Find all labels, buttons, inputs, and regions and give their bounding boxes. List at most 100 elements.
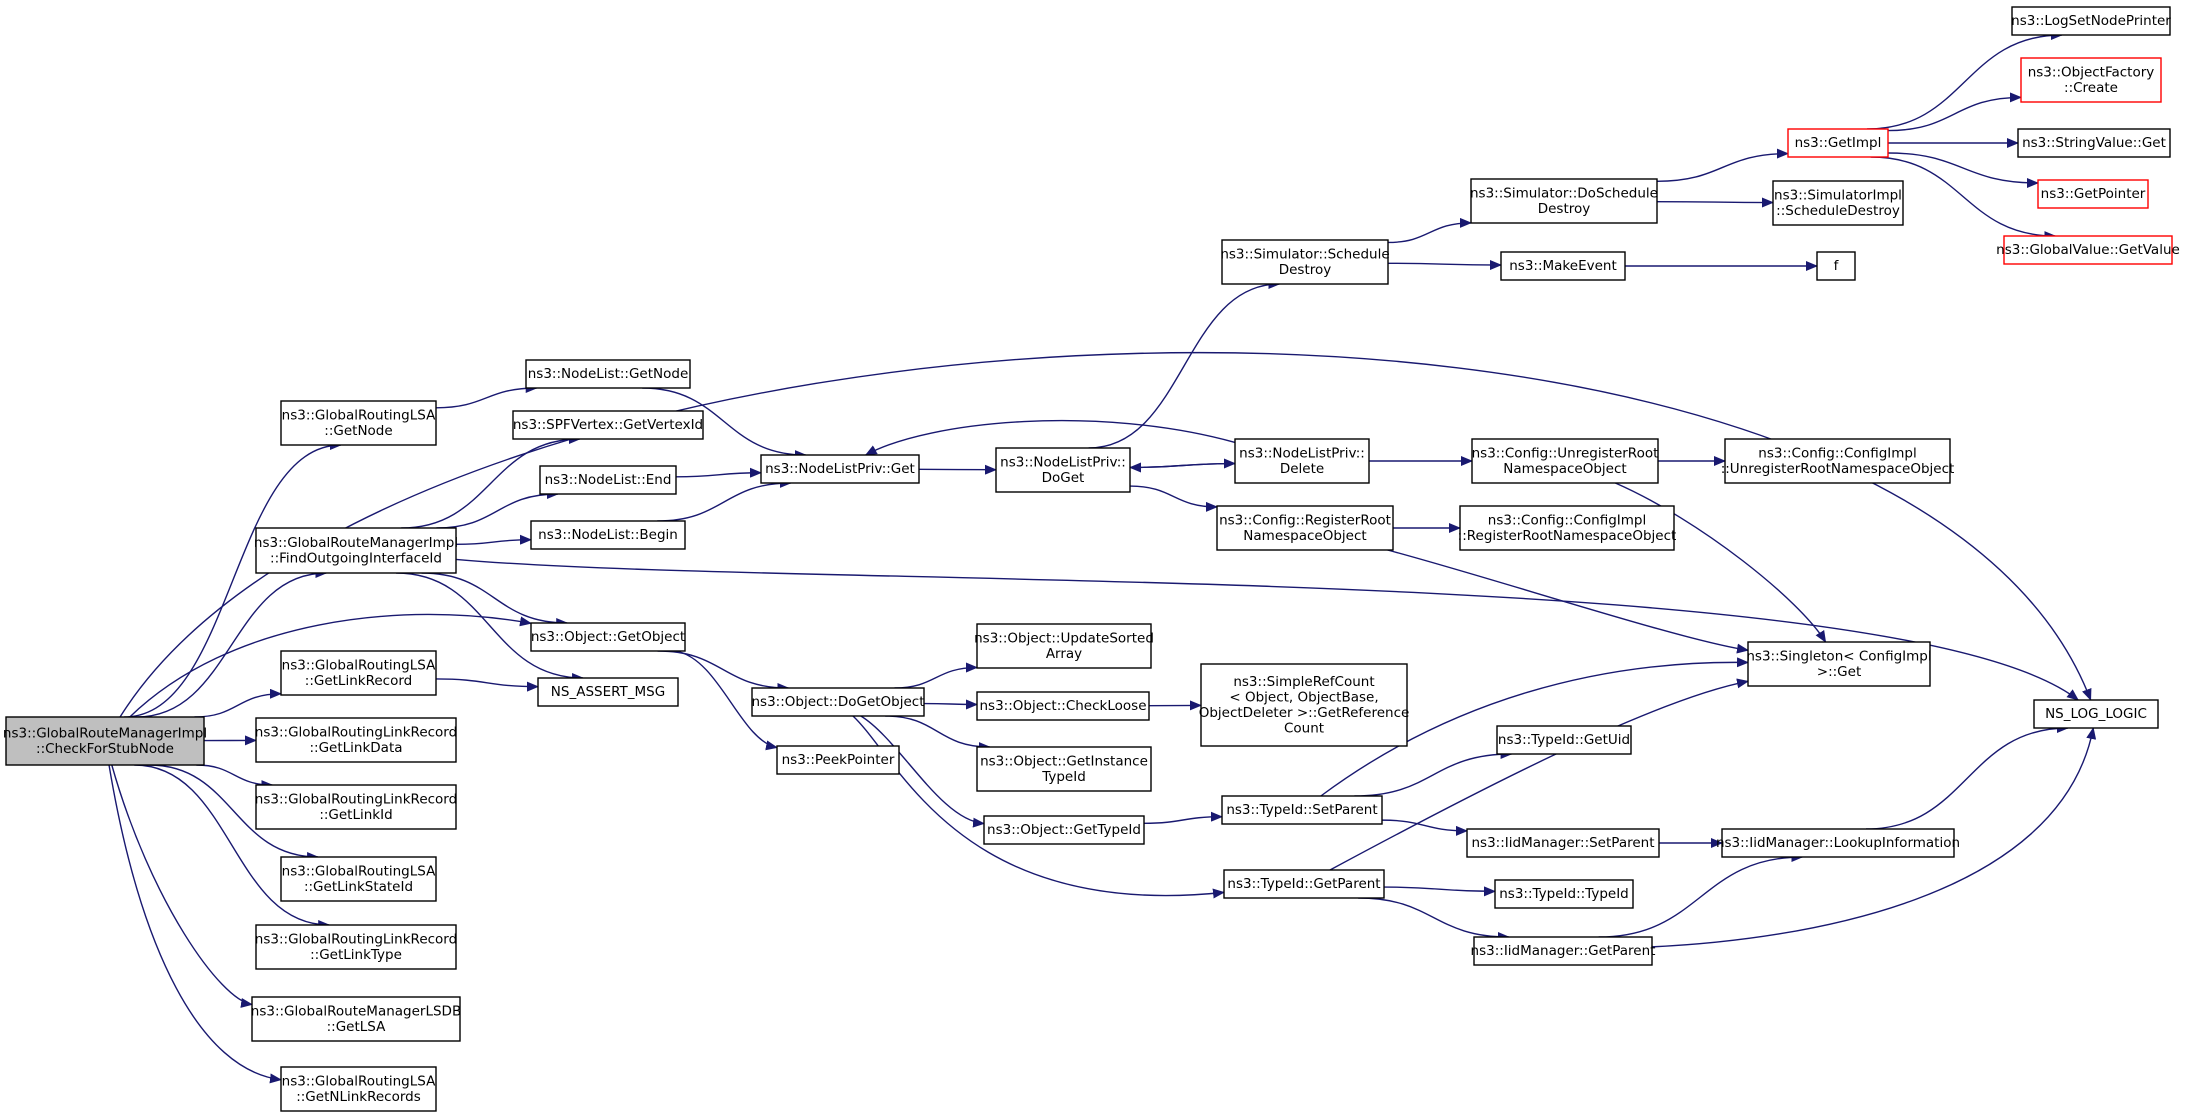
node-label: ::ScheduleDestroy [1776, 203, 1900, 219]
node-box [255, 527, 457, 574]
node-n-objfactory-create[interactable]: ns3::ObjectFactory::Create [2020, 57, 2162, 103]
node-n-getpointer[interactable]: ns3::GetPointer [2037, 179, 2149, 209]
node-n-glsa-getnlinkrecords[interactable]: ns3::GlobalRoutingLSA::GetNLinkRecords [280, 1066, 437, 1112]
node-n-logsetnodeprinter[interactable]: ns3::LogSetNodePrinter [2011, 6, 2171, 36]
node-n-nlp-doget[interactable]: ns3::NodeListPriv::DoGet [995, 447, 1131, 493]
node-n-simimpl-scheduledestroy[interactable]: ns3::SimulatorImpl::ScheduleDestroy [1772, 180, 1904, 226]
edge-n_typeid_getparent-to-n_singleton_get [1329, 678, 1749, 871]
node-root[interactable]: ns3::GlobalRouteManagerImpl::CheckForStu… [3, 716, 207, 766]
node-box [537, 677, 679, 707]
node-n-typeid-getuid[interactable]: ns3::TypeId::GetUid [1496, 725, 1632, 755]
edge-n_sim_doscheduledestroy-to-n_getimpl [1656, 148, 1789, 183]
node-label: ns3::TypeId::SetParent [1226, 802, 1377, 818]
node-n-f[interactable]: f [1816, 251, 1856, 281]
node-label: ns3::GlobalRoutingLSA [282, 407, 436, 423]
edge-root-to-n_lsdb_getlsa [111, 764, 253, 1008]
node-n-obj-gettypeid[interactable]: ns3::Object::GetTypeId [983, 815, 1145, 845]
node-n-findoutgoing[interactable]: ns3::GlobalRouteManagerImpl::FindOutgoin… [254, 527, 458, 574]
node-n-glr-getlinkdata[interactable]: ns3::GlobalRoutingLinkRecord::GetLinkDat… [255, 717, 457, 763]
node-label: ::GetNLinkRecords [296, 1089, 421, 1105]
node-n-glsa-getlinkstateid[interactable]: ns3::GlobalRoutingLSA::GetLinkStateId [280, 856, 437, 902]
node-box [751, 687, 925, 717]
node-label: ns3::GetPointer [2041, 186, 2146, 202]
node-box [280, 650, 437, 696]
node-n-getimpl[interactable]: ns3::GetImpl [1787, 128, 1889, 158]
edge-n_typeid_getparent-to-n_typeid_typeid [1383, 886, 1496, 897]
edge-n_getimpl-to-n_logsetnodeprinter [1867, 30, 2063, 130]
node-box [2020, 57, 2162, 103]
node-box [1471, 438, 1659, 484]
node-box [1234, 438, 1370, 484]
node-n-nlp-get[interactable]: ns3::NodeListPriv::Get [760, 454, 920, 484]
node-n-typeid-getparent[interactable]: ns3::TypeId::GetParent [1223, 869, 1385, 899]
node-n-obj-dogetobject[interactable]: ns3::Object::DoGetObject [751, 687, 925, 717]
node-n-globalvalue-getvalue[interactable]: ns3::GlobalValue::GetValue [1996, 235, 2180, 265]
node-box [255, 924, 457, 970]
node-n-cfgimpl-register[interactable]: ns3::Config::ConfigImpl::RegisterRootNam… [1458, 505, 1677, 551]
node-n-stringvalue-get[interactable]: ns3::StringValue::Get [2017, 128, 2171, 158]
edge-n_nlp_delete-to-n_nlp_doget [1129, 462, 1236, 473]
node-n-nlp-delete[interactable]: ns3::NodeListPriv::Delete [1234, 438, 1370, 484]
node-box [280, 400, 437, 446]
node-n-ns-log-logic[interactable]: NS_LOG_LOGIC [2033, 699, 2159, 729]
node-label: ns3::Object::UpdateSorted [974, 630, 1154, 646]
node-n-typeid-setparent[interactable]: ns3::TypeId::SetParent [1221, 795, 1383, 825]
node-box [255, 784, 457, 830]
node-n-lsdb-getlsa[interactable]: ns3::GlobalRouteManagerLSDB::GetLSA [251, 996, 461, 1042]
edge-n_sim_scheduledestroy-to-n_makeevent [1387, 260, 1502, 271]
node-label: ns3::Simulator::DoSchedule [1470, 185, 1658, 201]
node-label: ns3::GlobalRoutingLSA [282, 657, 436, 673]
node-n-glsa-getlinkrecord[interactable]: ns3::GlobalRoutingLSA::GetLinkRecord [280, 650, 437, 696]
node-box [1221, 239, 1389, 285]
node-label: ns3::NodeListPriv:: [1239, 445, 1365, 461]
node-box [5, 716, 205, 766]
edge-n_typeid_setparent-to-n_singleton_get [1320, 657, 1749, 797]
node-label: ns3::Object::GetInstance [980, 753, 1148, 769]
node-label: ns3::GlobalRoutingLinkRecord [255, 791, 457, 807]
edge-n_findoutgoing-to-n_assert [396, 572, 585, 683]
node-n-simplerefcount[interactable]: ns3::SimpleRefCount< Object, ObjectBase,… [1199, 663, 1410, 747]
node-n-glsa-getnode[interactable]: ns3::GlobalRoutingLSA::GetNode [280, 400, 437, 446]
node-label: ns3::IidManager::SetParent [1472, 835, 1655, 851]
node-n-iid-lookupinfo[interactable]: ns3::IidManager::LookupInformation [1716, 828, 1960, 858]
node-n-iid-setparent[interactable]: ns3::IidManager::SetParent [1466, 828, 1660, 858]
node-box [1459, 505, 1675, 551]
node-label: ns3::IidManager::GetParent [1471, 943, 1656, 959]
node-n-spf-getvertexid[interactable]: ns3::SPFVertex::GetVertexId [512, 410, 704, 440]
node-n-cfg-register[interactable]: ns3::Config::RegisterRootNamespaceObject [1216, 505, 1394, 551]
node-n-nodelist-getnode[interactable]: ns3::NodeList::GetNode [525, 359, 691, 389]
node-box [525, 359, 691, 389]
node-n-glr-getlinktype[interactable]: ns3::GlobalRoutingLinkRecord::GetLinkTyp… [255, 924, 457, 970]
node-box [2011, 6, 2171, 36]
node-n-sim-scheduledestroy[interactable]: ns3::Simulator::ScheduleDestroy [1220, 239, 1390, 285]
node-n-obj-checkloose[interactable]: ns3::Object::CheckLoose [976, 691, 1150, 721]
node-box [1724, 438, 1951, 484]
node-label: ns3::IidManager::LookupInformation [1716, 835, 1960, 851]
node-n-cfg-unregister[interactable]: ns3::Config::UnregisterRootNamespaceObje… [1471, 438, 1659, 484]
node-label: ns3::GlobalRoutingLSA [282, 1073, 436, 1089]
node-label: ns3::Config::ConfigImpl [1758, 445, 1916, 461]
node-n-nodelist-begin[interactable]: ns3::NodeList::Begin [530, 520, 686, 550]
edge-n_iid_lookupinfo-to-n_ns_log_logic [1865, 723, 2069, 830]
node-n-assert[interactable]: NS_ASSERT_MSG [537, 677, 679, 707]
node-n-makeevent[interactable]: ns3::MakeEvent [1500, 251, 1626, 281]
node-n-singleton-get[interactable]: ns3::Singleton< ConfigImpl >::Get [1746, 641, 1932, 687]
node-label: ns3::NodeListPriv::Get [765, 461, 915, 477]
node-n-object-getobject[interactable]: ns3::Object::GetObject [530, 622, 686, 652]
node-n-typeid-typeid[interactable]: ns3::TypeId::TypeId [1494, 879, 1634, 909]
node-box [2003, 235, 2173, 265]
node-n-glr-getlinkid[interactable]: ns3::GlobalRoutingLinkRecord::GetLinkId [255, 784, 457, 830]
node-n-iid-getparent[interactable]: ns3::IidManager::GetParent [1471, 936, 1656, 966]
node-n-cfgimpl-unregister[interactable]: ns3::Config::ConfigImpl::UnregisterRootN… [1721, 438, 1955, 484]
node-n-peekpointer[interactable]: ns3::PeekPointer [776, 745, 900, 775]
node-box [776, 745, 900, 775]
edge-n_findoutgoing-to-n_nodelist_end [436, 489, 559, 529]
node-label: ns3::TypeId::GetUid [1498, 732, 1630, 748]
node-n-nodelist-end[interactable]: ns3::NodeList::End [539, 465, 677, 495]
node-label: ns3::Config::RegisterRoot [1219, 512, 1391, 528]
edge-n_obj_dogetobject-to-n_obj_gettypeid [860, 715, 985, 828]
node-label: ns3::Object::GetObject [531, 629, 685, 645]
